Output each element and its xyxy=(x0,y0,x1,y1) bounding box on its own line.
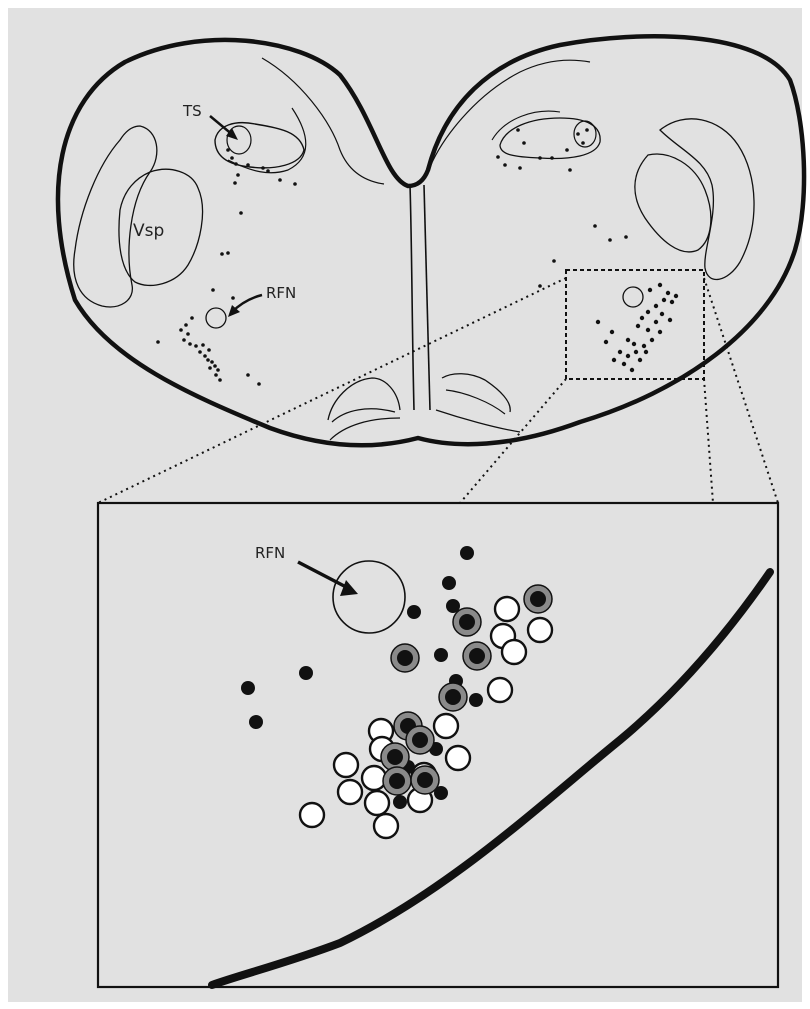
figure-background xyxy=(8,8,802,1002)
rfn-inset-label: RFN xyxy=(255,544,285,562)
ts-label: TS xyxy=(182,102,202,120)
rfn-section-label: RFN xyxy=(266,284,296,302)
vsp-label: Vsp xyxy=(133,221,164,241)
